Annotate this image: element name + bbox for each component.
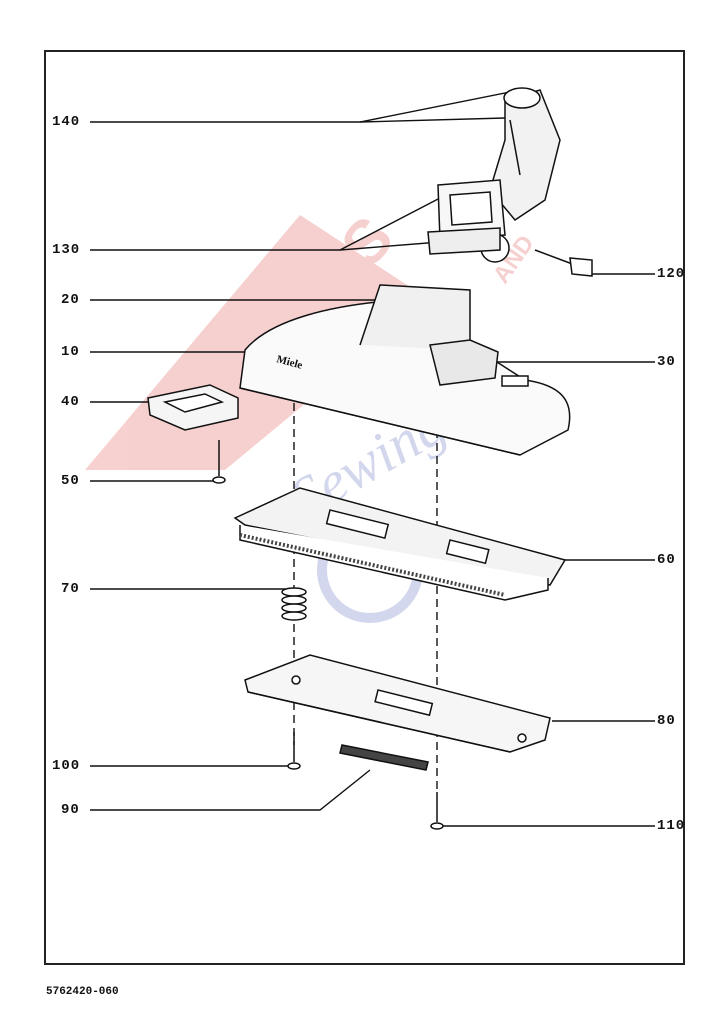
callout-90: 90	[61, 802, 80, 818]
drawing-frame	[44, 50, 685, 965]
callout-60: 60	[657, 552, 676, 568]
callout-70: 70	[61, 581, 80, 597]
part-axle-pin	[534, 249, 593, 277]
callout-110: 110	[657, 818, 686, 834]
part-latch-clip	[147, 384, 239, 431]
leader-130b	[339, 241, 441, 251]
callout-130: 130	[52, 242, 81, 258]
callout-140: 140	[52, 114, 81, 130]
leader-140b	[359, 117, 506, 123]
part-screw-left	[287, 732, 301, 770]
callout-120: 120	[657, 266, 686, 282]
part-swivel-neck	[489, 87, 561, 221]
part-slide-strip	[339, 744, 429, 771]
callout-10: 10	[61, 344, 80, 360]
part-housing: Miele	[239, 284, 571, 456]
part-screw-small	[212, 440, 226, 484]
part-brush-strip-plate	[233, 487, 567, 601]
part-spring	[281, 587, 307, 621]
callout-40: 40	[61, 394, 80, 410]
part-screw-right	[430, 792, 444, 830]
callout-50: 50	[61, 473, 80, 489]
parts: Miele	[147, 87, 593, 830]
part-neck-joint	[427, 179, 510, 263]
callout-20: 20	[61, 292, 80, 308]
part-sole-plate	[244, 654, 551, 753]
leader-90	[90, 769, 371, 811]
callout-80: 80	[657, 713, 676, 729]
document-number: 5762420-060	[46, 986, 119, 998]
leader-140	[90, 91, 511, 123]
callout-30: 30	[657, 354, 676, 370]
callout-100: 100	[52, 758, 81, 774]
